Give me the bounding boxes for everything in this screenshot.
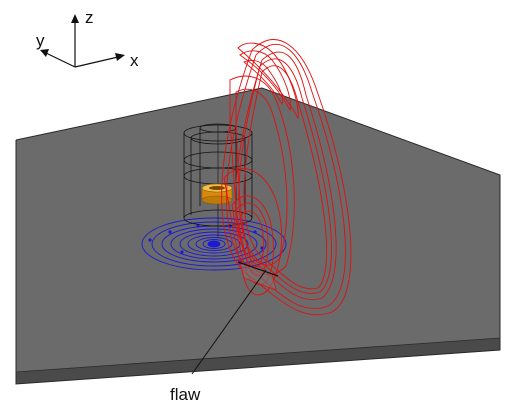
y-axis-line [45,52,76,68]
y-axis-label: y [36,31,45,50]
z-axis-arrowhead [71,14,79,23]
plate-outline [15,87,501,385]
flaw-annotation: flaw [170,269,267,404]
x-axis-label: x [130,51,139,70]
coordinate-axes [40,14,125,68]
surface-eddy-currents [141,217,287,271]
plate-top-surface [16,88,500,372]
plate-front-side [16,338,500,384]
flaw-leader-line [191,269,267,375]
z-axis-label: z [85,8,94,27]
plate-edge-line [15,337,501,373]
x-axis-line [74,56,119,68]
excitation-coil [201,183,233,205]
y-axis-arrowhead [40,49,49,57]
flaw-crack [237,261,279,291]
metal-plate [15,87,501,385]
flaw-label: flaw [170,385,201,404]
x-axis-arrowhead [115,53,125,61]
magnetic-field-lines [221,39,352,316]
